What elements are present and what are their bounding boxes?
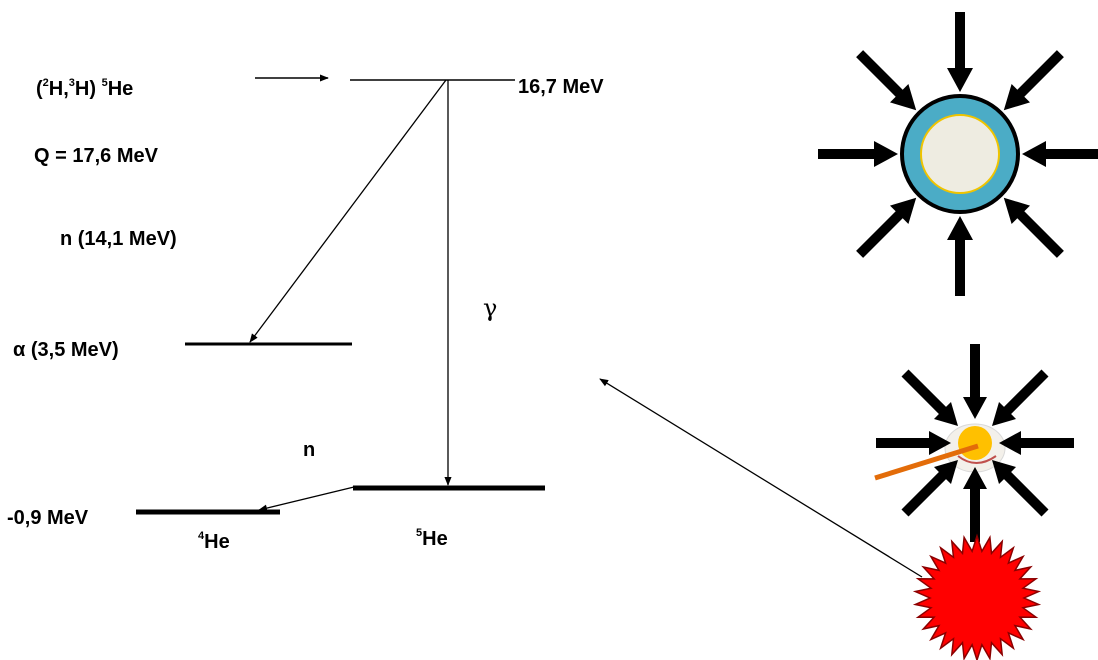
neutron-decay-arrow — [258, 486, 355, 512]
capsule-implosion-graphic — [818, 12, 1098, 296]
compressed-core-graphic — [874, 344, 1074, 542]
h3-mass-number: 3 — [68, 77, 75, 89]
compression-arrow-7 — [876, 431, 951, 455]
h2-symbol: H, — [48, 78, 69, 100]
he5-mass-number: 5 — [416, 527, 423, 539]
implosion-arrow-2 — [1003, 50, 1064, 111]
compression-arrow-5 — [963, 467, 987, 542]
compression-arrow-2 — [992, 369, 1049, 426]
energy-bottom-label: -0,9 MeV — [7, 507, 89, 529]
he5-symbol: He — [107, 78, 134, 100]
compression-arrow-6 — [901, 460, 958, 517]
compression-arrow-1 — [963, 344, 987, 419]
implosion-arrow-1 — [947, 12, 973, 92]
he4-mass-number: 4 — [198, 530, 205, 542]
he5-level-label: 5He — [416, 527, 448, 550]
hot-spot — [958, 426, 992, 460]
he4-symbol: He — [204, 531, 230, 553]
he5-mass-number: 5 — [101, 77, 108, 89]
compression-arrow-3 — [999, 431, 1074, 455]
implosion-arrow-3 — [1022, 141, 1098, 167]
h2-mass-number: 2 — [42, 77, 49, 89]
compression-arrow-4 — [992, 460, 1049, 517]
he4-level-label: 4He — [198, 530, 230, 553]
ignition-star-icon — [912, 533, 1042, 660]
alpha-level-label: α (3,5 MeV) — [13, 339, 119, 361]
he5-symbol: He — [422, 528, 448, 550]
h3-symbol: H) — [74, 78, 102, 100]
long-pointer-arrow — [599, 378, 923, 578]
energy-top-label: 16,7 MeV — [518, 76, 604, 98]
implosion-arrow-4 — [1003, 197, 1064, 258]
implosion-arrow-8 — [856, 50, 917, 111]
q-value-label: Q = 17,6 MeV — [34, 145, 158, 167]
neutron-energy-label: n (14,1 MeV) — [60, 228, 177, 250]
implosion-arrow-6 — [856, 197, 917, 258]
neutron-label: n — [303, 439, 316, 461]
capsule-core — [920, 114, 1000, 194]
alpha-decay-arrow — [249, 79, 447, 343]
ignition-beam — [874, 443, 979, 481]
implosion-arrow-5 — [947, 216, 973, 296]
reaction-label: (2H,3H) 5He — [36, 77, 134, 100]
implosion-arrow-7 — [818, 141, 898, 167]
compression-arrow-8 — [901, 369, 958, 426]
gamma-label: γ — [483, 294, 498, 322]
compressed-hatch — [957, 455, 997, 464]
reaction-paren: ( — [36, 78, 43, 100]
